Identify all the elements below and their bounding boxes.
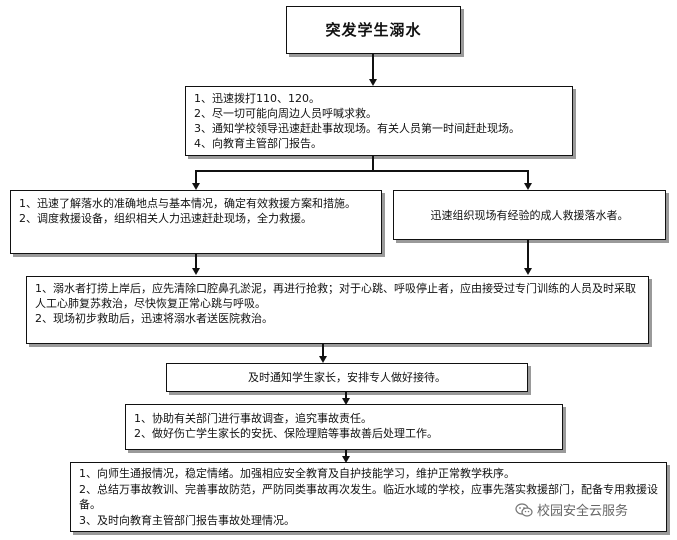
branch-connector <box>195 170 528 172</box>
step2-left-line: 2、调度救援设备，组织相关人力迅速赶赴现场，全力救援。 <box>19 212 312 225</box>
arrow-head <box>524 183 532 190</box>
flowchart-title: 突发学生溺水 <box>325 20 422 39</box>
step3-line: 1、溺水者打捞上岸后，应先清除口腔鼻孔淤泥，再进行抢救；对于心跳、呼吸停止者，应… <box>35 282 636 310</box>
step1-line: 3、通知学校领导迅速赶赴事故现场。有关人员第一时间赶赴现场。 <box>194 122 520 135</box>
flowchart-title-box: 突发学生溺水 <box>286 6 461 54</box>
step5-line: 1、协助有关部门进行事故调查，追究事故责任。 <box>134 412 372 425</box>
wechat-icon <box>515 502 533 517</box>
step6-line: 1、向师生通报情况，稳定情绪。加强相应安全教育及自护技能学习，维护正常教学秩序。 <box>79 467 515 480</box>
step6-line: 3、及时向教育主管部门报告事故处理情况。 <box>79 513 295 527</box>
step3-box: 1、溺水者打捞上岸后，应先清除口腔鼻孔淤泥，再进行抢救；对于心跳、呼吸停止者，应… <box>26 276 649 344</box>
step2-right-box: 迅速组织现场有经验的成人救援落水者。 <box>393 190 666 240</box>
arrow-head <box>342 398 350 405</box>
watermark-text: 校园安全云服务 <box>537 504 629 519</box>
step4-box: 及时通知学生家长，安排专人做好接待。 <box>166 363 528 392</box>
step5-line: 2、做好伤亡学生家长的安抚、保险理赔等事故善后处理工作。 <box>134 427 438 440</box>
step3-line: 2、现场初步救助后，迅速将溺水者送医院救治。 <box>35 312 273 325</box>
arrow-connector <box>527 170 529 183</box>
arrow-connector <box>345 450 347 456</box>
step1-line: 4、向教育主管部门报告。 <box>194 137 322 150</box>
step1-box: 1、迅速拨打110、120。 2、尽一切可能向周边人员呼喊求救。 3、通知学校领… <box>185 86 573 156</box>
arrow-connector <box>195 254 197 269</box>
step1-line: 2、尽一切可能向周边人员呼喊求救。 <box>194 107 377 120</box>
watermark: 校园安全云服务 <box>512 499 632 520</box>
arrow-connector <box>322 344 324 356</box>
step2-left-box: 1、迅速了解落水的准确地点与基本情况，确定有效救援方案和措施。 2、调度救援设备… <box>10 190 382 254</box>
arrow-connector <box>372 156 374 170</box>
step4-text: 及时通知学生家长，安排专人做好接待。 <box>248 371 446 384</box>
arrow-head <box>319 356 327 363</box>
step2-left-line: 1、迅速了解落水的准确地点与基本情况，确定有效救援方案和措施。 <box>19 197 356 210</box>
arrow-head <box>342 456 350 463</box>
arrow-head <box>192 268 200 275</box>
step6-box: 1、向师生通报情况，稳定情绪。加强相应安全教育及自护技能学习，维护正常教学秩序。… <box>70 462 667 532</box>
arrow-connector <box>527 240 529 269</box>
arrow-connector <box>195 170 197 183</box>
step2-right-text: 迅速组织现场有经验的成人救援落水者。 <box>430 208 629 222</box>
arrow-head <box>524 268 532 275</box>
step6-line: 2、总结万事故教训、完善事故防范，严防同类事故再次发生。临近水域的学校，应事先落… <box>79 482 658 512</box>
arrow-connector <box>372 54 374 79</box>
arrow-head <box>369 79 377 86</box>
step1-line: 1、迅速拨打110、120。 <box>194 92 320 105</box>
arrow-connector <box>345 392 347 398</box>
arrow-head <box>192 183 200 190</box>
step5-box: 1、协助有关部门进行事故调查，追究事故责任。 2、做好伤亡学生家长的安抚、保险理… <box>125 404 563 450</box>
